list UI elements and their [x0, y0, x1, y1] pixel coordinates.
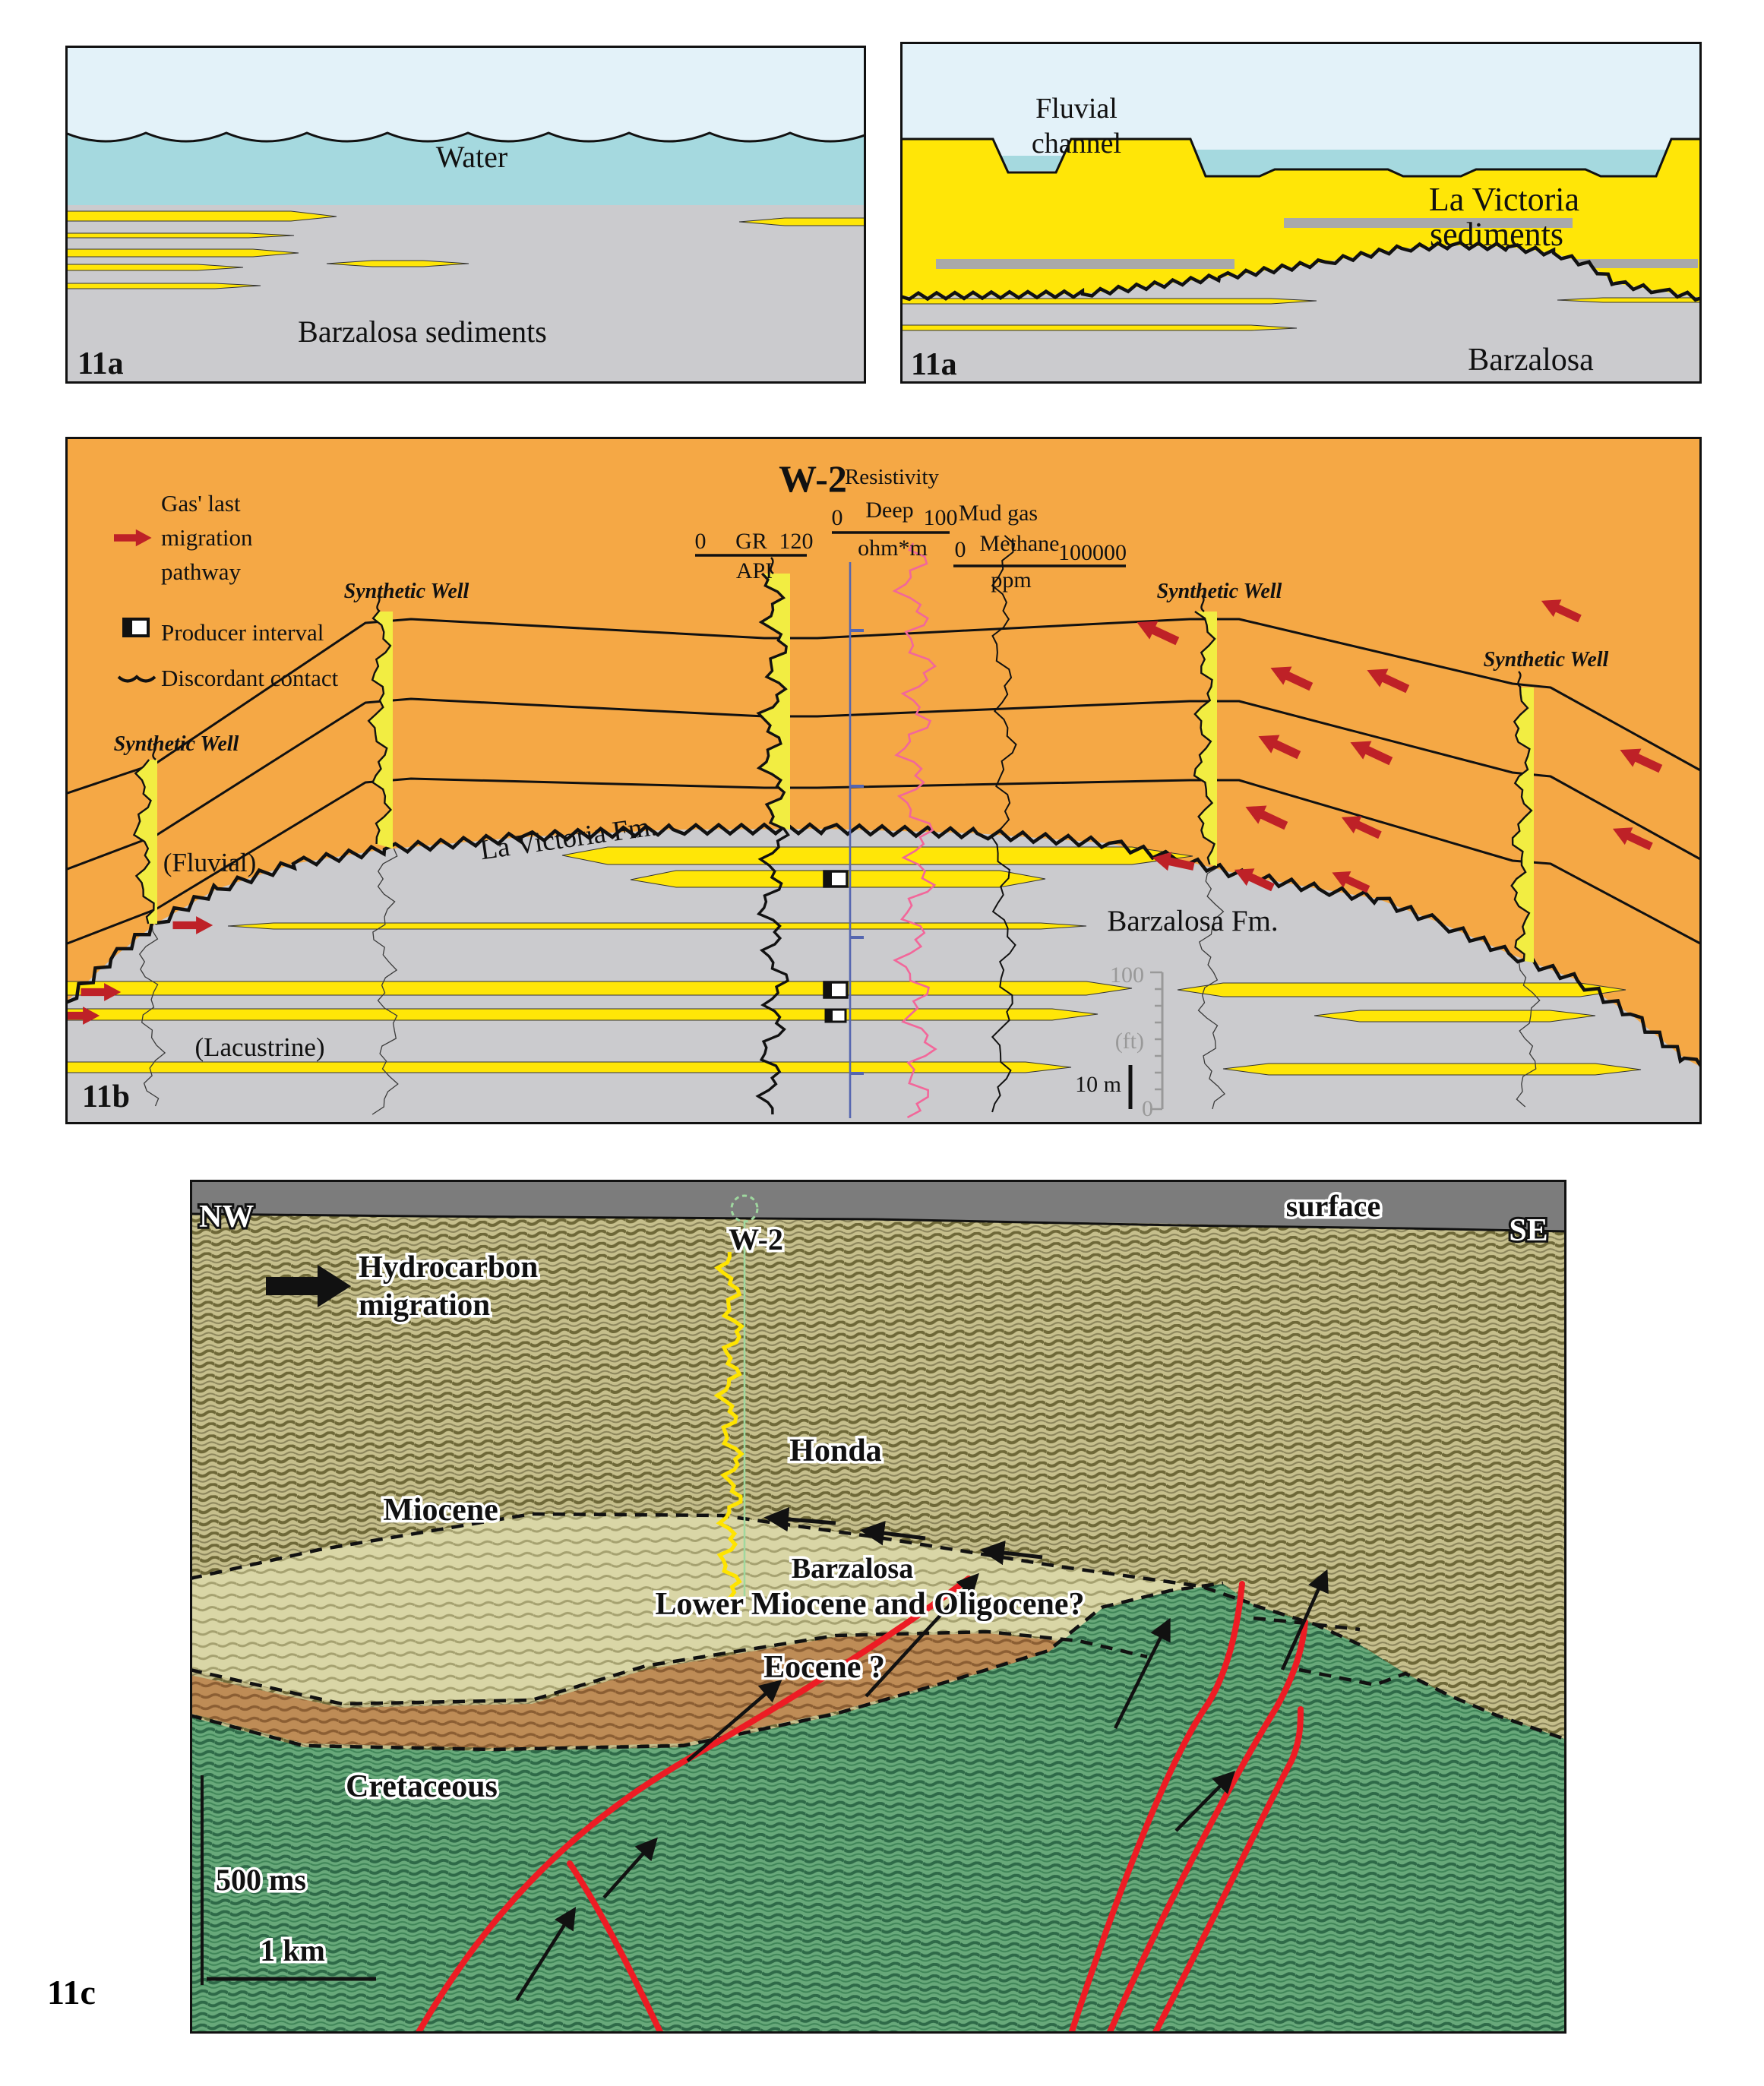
producer-interval-icon [122, 618, 150, 637]
hydrocarbon-label-1: Hydrocarbon [359, 1249, 538, 1284]
gr-min: 0 [695, 529, 707, 554]
honda-label: Honda [789, 1433, 881, 1468]
synthetic-well-label-2: Synthetic Well [344, 580, 469, 603]
legend-discordant-label: Discordant contact [161, 665, 339, 691]
gr-curve [755, 572, 790, 1115]
panel-tag: 11b [82, 1079, 130, 1114]
se-label: SE [1509, 1213, 1547, 1248]
panel-tag: 11a [77, 346, 124, 381]
w2-track-headers: W-2 Resistivity 0 GR 120 API 0 Deep 100 … [695, 457, 1127, 593]
miocene-label: Miocene [383, 1493, 498, 1528]
barzalosa-fm-body [65, 829, 1702, 1124]
mudgas-curve [990, 535, 1017, 1113]
mud-name: Mud gas [959, 501, 1038, 526]
gr-max: 120 [779, 529, 814, 554]
discordant-contact [65, 822, 1702, 1069]
mud-curve: Methane [980, 531, 1060, 556]
well-traces-below-contact [138, 848, 1541, 1115]
scale-10m: 10 m [1075, 1072, 1121, 1097]
time-scale-label: 500 ms [216, 1863, 306, 1897]
synthetic-well-label-1: Synthetic Well [114, 732, 239, 756]
water-surface-fill [65, 91, 866, 141]
nw-label: NW [199, 1199, 254, 1234]
discordant-contact [900, 240, 1702, 302]
w2-well [713, 1194, 759, 1605]
res-max: 100 [924, 505, 958, 530]
victoria-label-2: sediments [1430, 216, 1563, 253]
synthetic-well-label-4: Synthetic Well [1484, 648, 1609, 672]
res-unit: ohm*m [858, 536, 928, 561]
barzalosa-label: Barzalosa [1468, 343, 1594, 378]
w2-log-tracks [755, 535, 1017, 1119]
resistivity-curve [892, 542, 937, 1119]
producer-intervals [823, 870, 849, 1023]
panel-tag-11c: 11c [47, 1973, 96, 2012]
resistivity-title: Resistivity [845, 465, 940, 489]
water-body [65, 129, 866, 207]
panel-11a-left: Water Barzalosa sediments 11a [65, 46, 866, 384]
sub-unconformity-beds [900, 297, 1702, 331]
above-surface-band [190, 1180, 1566, 1231]
mud-min: 0 [955, 537, 966, 562]
wellhead-icon [730, 1194, 759, 1223]
discordant-contact-icon [117, 675, 156, 683]
fluvial-label-2: channel [1032, 128, 1121, 160]
hydrocarbon-label-2: migration [359, 1287, 490, 1322]
depth-ticks [850, 629, 864, 1075]
distance-scale-label: 1 km [260, 1933, 325, 1967]
lower-miocene-label: Lower Miocene and Oligocene? [656, 1587, 1085, 1622]
mud-max: 100000 [1058, 540, 1127, 565]
panel-11c-seismic: NW SE surface W-2 Hydrocarbon migration … [190, 1180, 1566, 2034]
surface-line [190, 1212, 1566, 1233]
unit-boundaries-dashed [190, 1512, 1566, 1752]
barzalosa-sediments-body [65, 205, 866, 384]
fault-migration-arrows [515, 1569, 1329, 2002]
barzalosa-label: Barzalosa Fm. [1107, 905, 1278, 937]
panel-tag: 11a [911, 347, 957, 382]
hydrocarbon-migration-arrow [266, 1265, 351, 1307]
scale-ft: (ft) [1115, 1029, 1144, 1054]
mud-unit: ppm [991, 567, 1031, 593]
water-surface-line [65, 131, 866, 143]
barzalosa-dome [900, 245, 1702, 384]
legend-gas-line2: migration [161, 524, 253, 551]
sediments-label: Barzalosa sediments [298, 314, 547, 349]
water-label: Water [436, 140, 508, 174]
surface-label: surface [1286, 1189, 1380, 1223]
eocene-label: Eocene ? [763, 1650, 885, 1685]
victoria-label-1: La Victoria [1429, 181, 1579, 218]
sand-beds [65, 210, 866, 289]
depth-scale: 100 (ft) 0 10 m [1075, 962, 1164, 1121]
fluvial-label-1: Fluvial [1035, 93, 1118, 125]
w2-gr-log [713, 1251, 745, 1605]
legend: Gas' last migration pathway Producer int… [114, 490, 339, 691]
gr-name: GR [735, 529, 767, 554]
gr-unit: API [736, 558, 773, 583]
w2-label: W-2 [729, 1222, 783, 1256]
panel-11b-cross-section: Gas' last migration pathway Producer int… [65, 437, 1702, 1124]
legend-gas-line1: Gas' last [161, 490, 241, 517]
scale-0: 0 [1142, 1096, 1153, 1121]
synthetic-well-label-3: Synthetic Well [1157, 580, 1282, 603]
cretaceous-zone [190, 1584, 1566, 2034]
scale-100: 100 [1110, 962, 1144, 988]
legend-gas-line3: pathway [161, 558, 242, 585]
legend-producer-label: Producer interval [161, 619, 324, 646]
unconformity-migration-arrows [763, 1506, 1043, 1566]
synthetic-wells [132, 595, 1534, 962]
res-curve: Deep [865, 498, 913, 523]
channel-water [997, 156, 1067, 171]
fluvial-label: (Fluvial) [163, 848, 256, 877]
w2-title: W-2 [779, 457, 847, 500]
cretaceous-label: Cretaceous [346, 1769, 498, 1804]
res-min: 0 [832, 505, 843, 530]
lacustrine-label: (Lacustrine) [194, 1032, 324, 1062]
panel-11a-right: Fluvial channel La Victoria sediments Ba… [900, 42, 1702, 384]
barzalosa-label: Barzalosa [792, 1553, 913, 1585]
